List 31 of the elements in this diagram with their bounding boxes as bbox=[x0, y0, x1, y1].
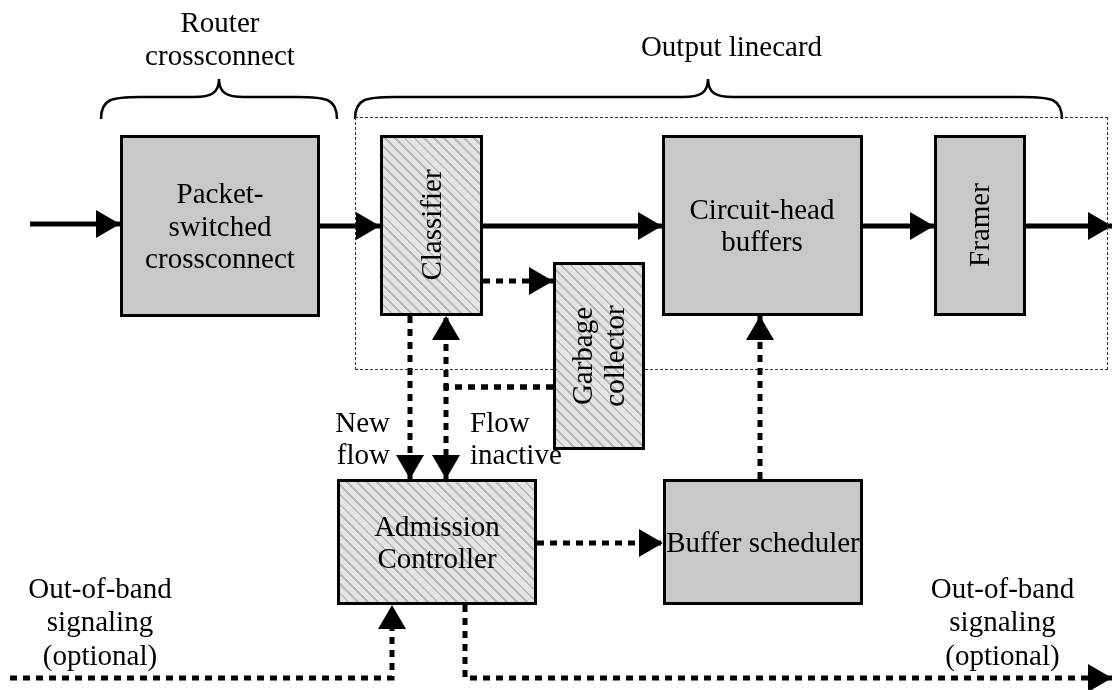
dotted-arrow bbox=[483, 267, 553, 295]
node-label: Framer bbox=[961, 182, 996, 269]
edge-label: Flow inactive bbox=[470, 407, 563, 471]
process-box bbox=[337, 479, 537, 605]
text-label: Out-of-band signaling (optional) bbox=[27, 572, 173, 673]
process-box bbox=[933, 134, 1026, 316]
dotted-arrow bbox=[432, 384, 553, 479]
dotted-arrow bbox=[462, 605, 1112, 690]
arrow bbox=[30, 210, 120, 238]
text-label: Out-of-band signaling (optional) bbox=[929, 572, 1076, 673]
arrow bbox=[483, 212, 662, 240]
group-heading: Output linecard bbox=[639, 30, 824, 63]
node-label: Classifier bbox=[413, 168, 448, 283]
arrow bbox=[320, 212, 380, 240]
dotted-arrow bbox=[746, 316, 774, 479]
dotted-arrow bbox=[10, 605, 406, 681]
edge-label: New flow bbox=[334, 407, 390, 471]
dotted-arrow bbox=[396, 316, 424, 479]
process-box bbox=[120, 135, 320, 317]
arrow bbox=[1026, 212, 1112, 240]
node-label: Garbage collector bbox=[565, 304, 631, 409]
node-label: Admission Controller bbox=[373, 508, 501, 576]
node-label: Packet- switched crossconnect bbox=[144, 176, 296, 277]
arrow bbox=[863, 212, 934, 240]
dotted-arrow bbox=[537, 529, 663, 557]
process-box bbox=[379, 134, 483, 316]
node-label: Circuit-head buffers bbox=[688, 191, 836, 259]
process-box bbox=[661, 134, 863, 316]
text-label: Router crossconnect bbox=[144, 6, 296, 73]
node-label: Buffer scheduler bbox=[666, 524, 860, 560]
process-box bbox=[663, 479, 863, 605]
